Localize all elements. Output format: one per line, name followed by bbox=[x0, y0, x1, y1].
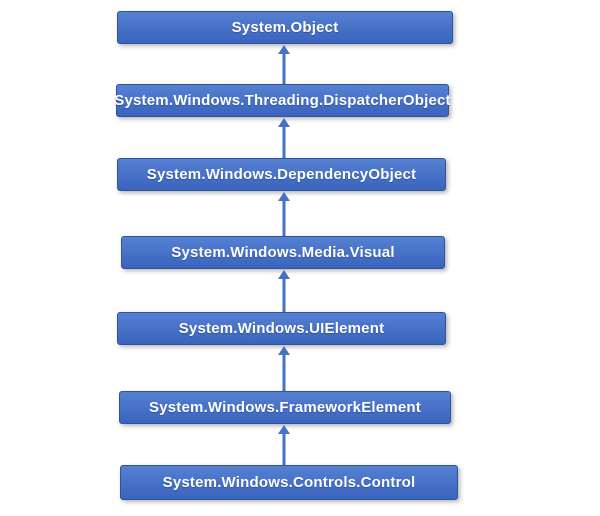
node-framework-element: System.Windows.FrameworkElement bbox=[119, 391, 451, 424]
node-label: System.Windows.Controls.Control bbox=[162, 474, 416, 491]
node-label: System.Windows.UIElement bbox=[178, 320, 385, 337]
node-label: System.Windows.FrameworkElement bbox=[149, 399, 421, 416]
up-arrow-connector bbox=[277, 45, 291, 84]
node-uielement: System.Windows.UIElement bbox=[117, 312, 446, 345]
up-arrow-connector bbox=[277, 346, 291, 391]
node-label: System.Windows.DependencyObject bbox=[146, 166, 417, 183]
node-controls-control: System.Windows.Controls.Control bbox=[120, 465, 458, 500]
up-arrow-connector bbox=[277, 270, 291, 312]
up-arrow-connector bbox=[277, 118, 291, 158]
node-label: System.Windows.Threading.DispatcherObjec… bbox=[114, 92, 451, 109]
up-arrow-connector bbox=[277, 425, 291, 465]
node-label: System.Object bbox=[231, 19, 339, 36]
node-label: System.Windows.Media.Visual bbox=[171, 244, 395, 261]
node-system-object: System.Object bbox=[117, 11, 453, 44]
node-dependency-object: System.Windows.DependencyObject bbox=[117, 158, 446, 191]
up-arrow-connector bbox=[277, 192, 291, 236]
node-dispatcher-object: System.Windows.Threading.DispatcherObjec… bbox=[114, 84, 451, 117]
node-media-visual: System.Windows.Media.Visual bbox=[121, 236, 445, 269]
